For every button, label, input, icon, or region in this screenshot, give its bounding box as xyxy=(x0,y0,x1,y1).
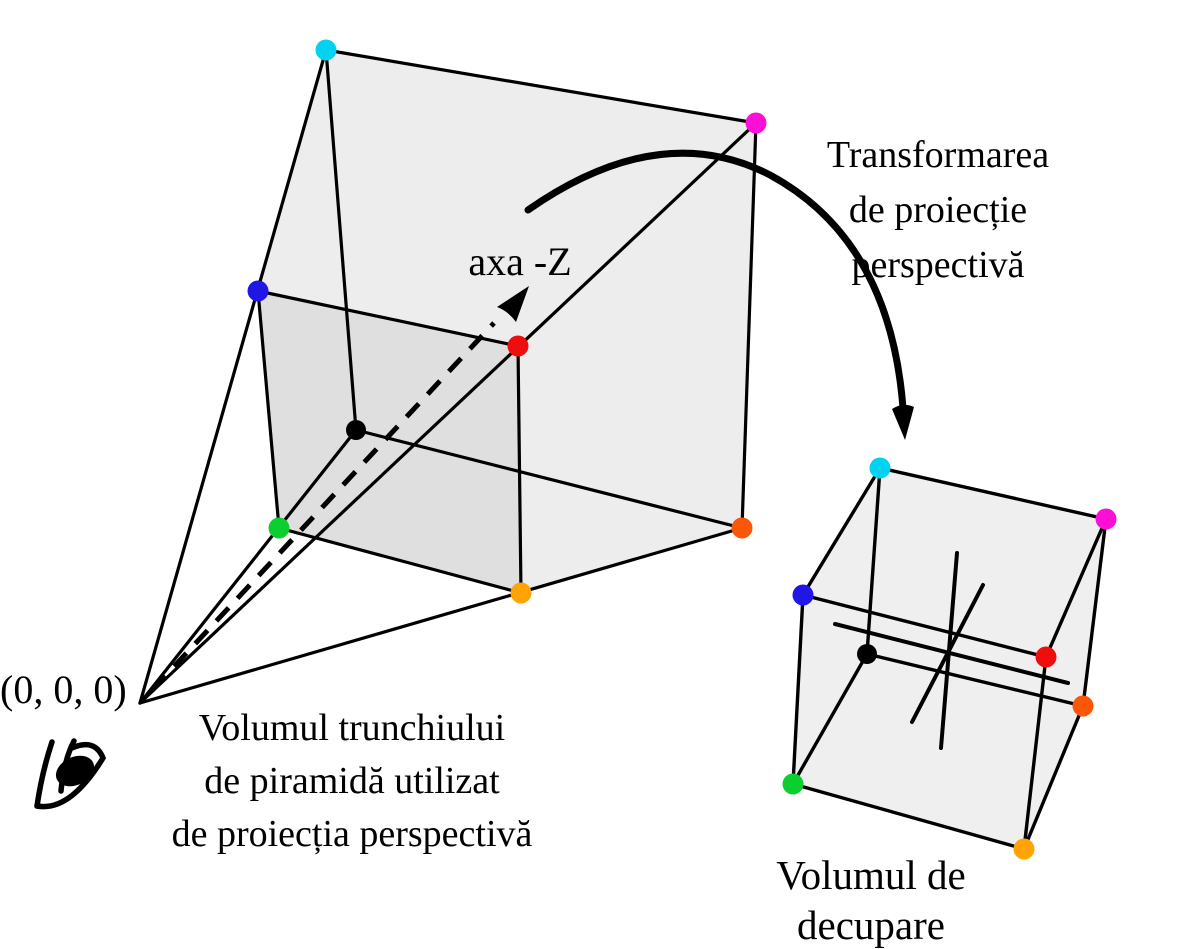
eye-pupil xyxy=(55,755,95,787)
cube-vertex-red xyxy=(1035,646,1057,668)
edge-apex-to-black xyxy=(138,428,358,705)
frustum-figure xyxy=(138,39,767,705)
cube-caption-line2: decupare xyxy=(797,902,945,948)
frustum-caption-line2: de piramidă utilizat xyxy=(204,760,500,802)
frustum-vertex-cyan xyxy=(315,39,337,61)
frustum-vertex-magenta xyxy=(745,112,767,134)
edge-near-left xyxy=(256,289,281,530)
eye-outline-upper xyxy=(34,739,55,809)
cube-vertex-blue xyxy=(792,584,814,606)
neg-z-axis-label: axa -Z xyxy=(468,239,572,284)
frustum-caption-line3: de proiecția perspectivă xyxy=(171,813,533,855)
transform-arrow-curve xyxy=(524,149,907,412)
cube-edge-black-green xyxy=(791,652,869,786)
neg-z-axis-arrowhead-icon xyxy=(497,286,529,322)
cube-edge-orange-orange-red xyxy=(1022,704,1085,851)
edge-far-right xyxy=(740,121,758,530)
frustum-edges xyxy=(138,48,758,705)
cube-caption: Volumul de decupare xyxy=(776,850,965,949)
frustum-vertex-green xyxy=(268,517,290,539)
cube-edge-back-right xyxy=(1081,517,1108,708)
cube-vertex-green xyxy=(782,773,804,795)
frustum-vertex-blue xyxy=(247,280,269,302)
frustum-vertex-orange xyxy=(510,582,532,604)
origin-label: (0, 0, 0) xyxy=(0,667,127,712)
edge-apex-to-magenta xyxy=(138,121,758,705)
cube-edge-front-top xyxy=(801,593,1048,659)
cube-caption-line1: Volumul de xyxy=(776,852,966,898)
frustum-caption: Volumul trunchiului de piramidă utilizat… xyxy=(172,702,533,861)
eye-outline-lower xyxy=(34,741,107,810)
cube-vertex-cyan xyxy=(869,457,891,479)
cube-edge-red-magenta xyxy=(1044,517,1108,659)
cube-edges xyxy=(791,466,1108,851)
cube-edge-front-right xyxy=(1022,655,1048,851)
edge-far-left xyxy=(324,48,358,432)
cube-vertex-black-hidden xyxy=(857,644,877,664)
cube-edge-back-top xyxy=(878,466,1108,521)
edge-apex-to-orange-red xyxy=(138,526,744,705)
transform-arrow xyxy=(524,149,914,440)
transform-arrowhead-icon xyxy=(892,404,914,440)
cube-vertex-orange-red xyxy=(1072,695,1094,717)
cube-axes-cross xyxy=(833,551,1070,750)
frustum-vertex-red xyxy=(507,335,529,357)
edge-near-right xyxy=(516,344,523,595)
transform-label-line1: Transformarea xyxy=(826,134,1050,176)
frustum-vertex-orange-red xyxy=(731,517,753,539)
frustum-caption-line1: Volumul trunchiului xyxy=(198,707,506,749)
cube-edge-blue-cyan xyxy=(801,466,882,597)
edge-near-top xyxy=(256,289,520,348)
cube-axis-horizontal xyxy=(833,622,1070,685)
cube-edge-black-orange-red xyxy=(865,652,1085,708)
cube-edge-front-left xyxy=(791,593,805,786)
cube-edge-black-cyan xyxy=(865,466,882,656)
transform-label-line3: perspectivă xyxy=(851,244,1025,286)
transform-label-line2: de proiecție xyxy=(848,189,1028,231)
edge-near-bottom xyxy=(277,526,523,595)
edge-apex-to-cyan xyxy=(138,48,328,705)
cube-edge-front-bottom xyxy=(791,782,1026,851)
transform-label: Transformarea de proiecție perspectivă xyxy=(827,128,1049,293)
clip-volume-figure xyxy=(782,457,1117,860)
edge-far-bottom xyxy=(354,428,744,530)
neg-z-axis-dashed-line xyxy=(151,321,496,691)
frustum-vertex-black-hidden xyxy=(346,420,366,440)
cube-vertex-orange xyxy=(1013,838,1035,860)
eye-icon xyxy=(34,738,107,810)
cube-vertex-magenta xyxy=(1095,508,1117,530)
edge-far-top xyxy=(324,48,758,125)
